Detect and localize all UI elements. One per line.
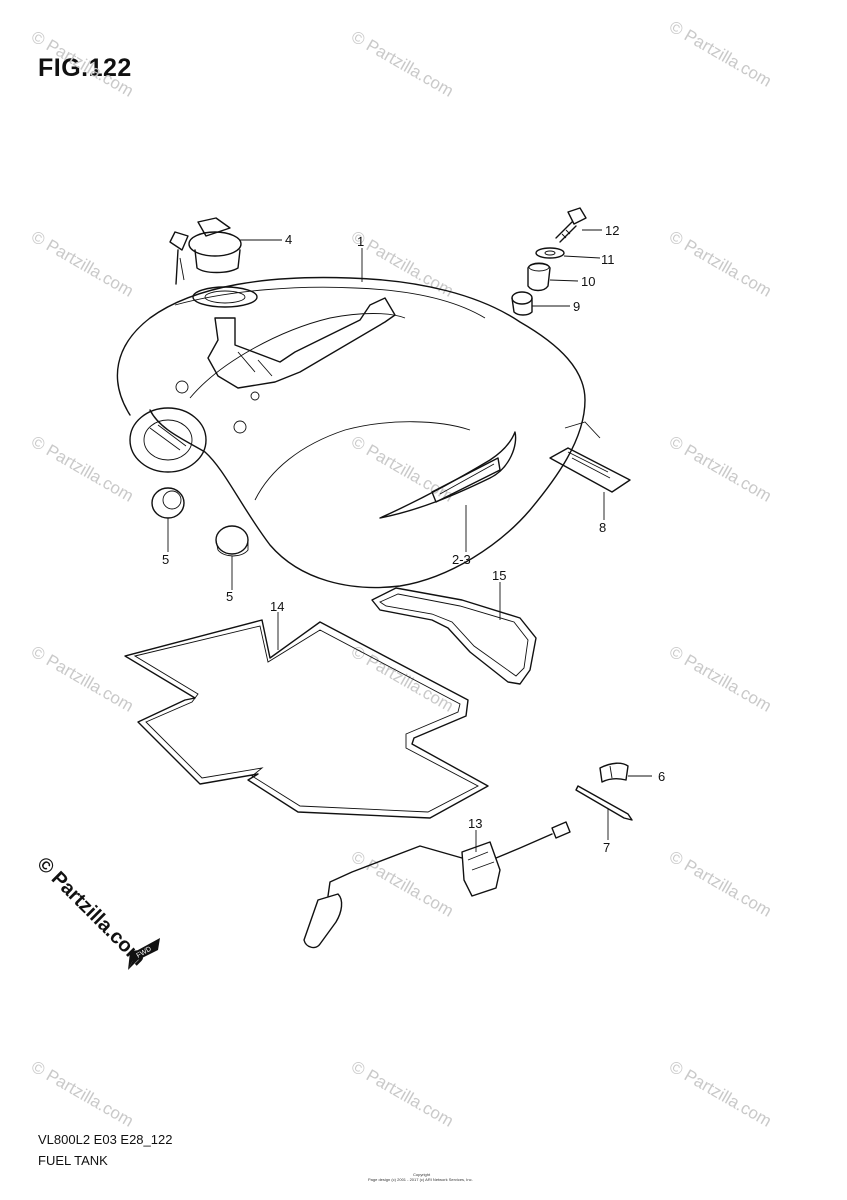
watermark: © Partzilla.com bbox=[348, 432, 457, 506]
callout-10: 10 bbox=[581, 274, 595, 289]
callout-labels: 1 2-3 4 5 5 6 7 8 9 10 11 12 13 14 15 bbox=[162, 223, 665, 855]
clamp-part-6 bbox=[599, 762, 629, 783]
forward-arrow-icon: FWD bbox=[128, 938, 160, 970]
callout-8: 8 bbox=[599, 520, 606, 535]
fuel-tank-part-1 bbox=[116, 276, 586, 589]
watermark: © Partzilla.com bbox=[28, 27, 137, 101]
gasket-part-15 bbox=[371, 587, 537, 685]
clip-part-7 bbox=[575, 785, 633, 821]
watermark: © Partzilla.com bbox=[28, 1057, 137, 1131]
watermark: © Partzilla.com bbox=[28, 432, 137, 506]
watermark: © Partzilla.com bbox=[666, 1057, 775, 1131]
watermark: © Partzilla.com bbox=[666, 227, 775, 301]
watermark: © Partzilla.com bbox=[348, 27, 457, 101]
cushion-part-8 bbox=[549, 421, 631, 493]
callout-14: 14 bbox=[270, 599, 284, 614]
spacer-part-10 bbox=[527, 262, 551, 292]
washer-part-11 bbox=[535, 247, 565, 259]
watermark: © Partzilla.com bbox=[28, 642, 137, 716]
rubber-plug-part-5 bbox=[151, 487, 185, 519]
watermark: © Partzilla.com bbox=[666, 17, 775, 91]
callout-6: 6 bbox=[658, 769, 665, 784]
callout-11: 11 bbox=[601, 252, 615, 267]
callout-12: 12 bbox=[605, 223, 619, 238]
callout-5: 5 bbox=[162, 552, 169, 567]
bolt-part-12 bbox=[555, 207, 587, 243]
figure-title: FIG.122 bbox=[38, 54, 132, 82]
watermark: © Partzilla.com bbox=[28, 227, 137, 301]
callout-5b: 5 bbox=[226, 589, 233, 604]
fuel-cap-part-4 bbox=[169, 217, 242, 285]
damper-part-9 bbox=[511, 291, 533, 316]
rubber-plug-part-5b bbox=[215, 525, 249, 557]
callout-1: 1 bbox=[357, 234, 364, 249]
gasket-part-14 bbox=[124, 619, 489, 819]
callout-15: 15 bbox=[492, 568, 506, 583]
figure-name: FUEL TANK bbox=[38, 1153, 108, 1168]
emblem-part-2-3 bbox=[379, 431, 517, 519]
copyright-line-2: Page design (c) 2001 - 2017 (c) ARI Netw… bbox=[368, 1177, 473, 1182]
leader-lines bbox=[167, 229, 652, 852]
callout-7: 7 bbox=[603, 840, 610, 855]
watermark: © Partzilla.com bbox=[666, 642, 775, 716]
copyright-line-1: Copyright bbox=[413, 1172, 431, 1177]
figure-code: VL800L2 E03 E28_122 bbox=[38, 1132, 173, 1147]
callout-9: 9 bbox=[573, 299, 580, 314]
watermark: © Partzilla.com bbox=[666, 847, 775, 921]
callout-13: 13 bbox=[468, 816, 482, 831]
callout-2-3: 2-3 bbox=[452, 552, 471, 567]
watermark: © Partzilla.com bbox=[666, 432, 775, 506]
watermark: © Partzilla.com bbox=[348, 847, 457, 921]
watermark: © Partzilla.com bbox=[348, 1057, 457, 1131]
fuel-sender-part-13 bbox=[303, 821, 571, 949]
callout-4: 4 bbox=[285, 232, 292, 247]
